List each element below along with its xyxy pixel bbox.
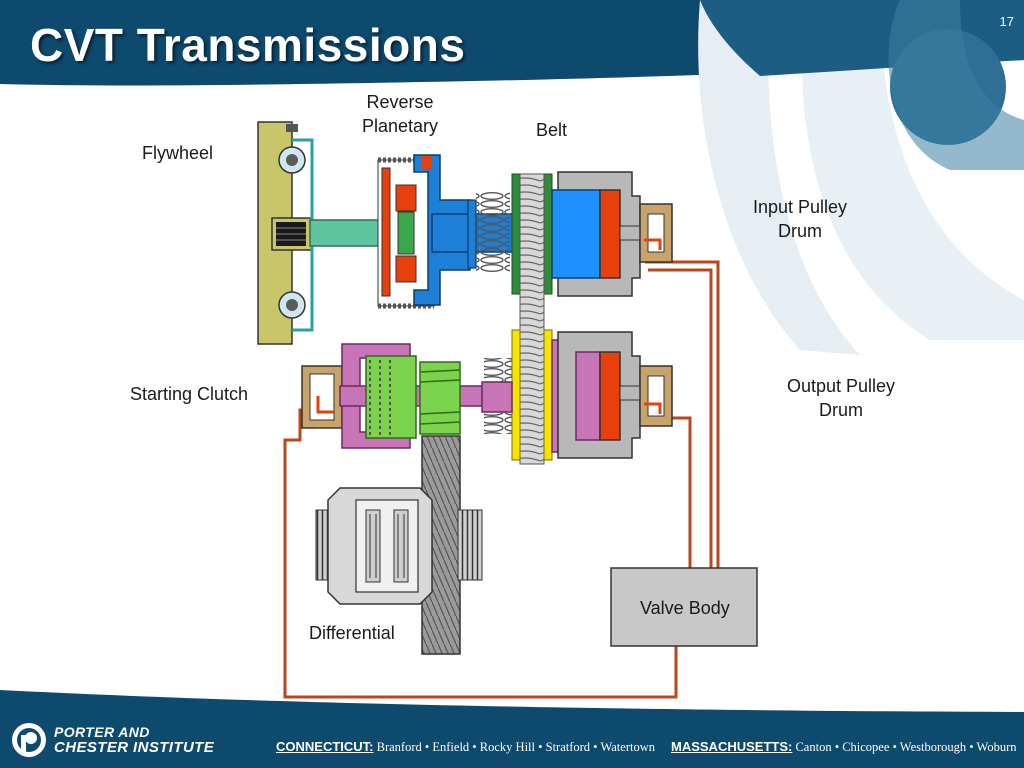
label-belt: Belt [536, 120, 568, 140]
differential [315, 487, 483, 605]
label-starting-clutch: Starting Clutch [130, 384, 249, 404]
label-line: Planetary [362, 116, 439, 136]
city-list: Canton • Chicopee • Westborough • Woburn [795, 740, 1017, 754]
label-line: Output Pulley [787, 376, 896, 396]
bottom-banner [0, 690, 1024, 768]
brand-line: PORTER AND [54, 724, 150, 740]
footer-connecticut: CONNECTICUT: Branford • Enfield • Rocky … [276, 739, 655, 755]
city-list: Branford • Enfield • Rocky Hill • Stratf… [376, 740, 655, 754]
slide-number: 17 [999, 14, 1014, 29]
brand-line: CHESTER INSTITUTE [54, 739, 215, 756]
output-pulley-drum [557, 331, 673, 459]
valve-body [610, 567, 758, 647]
institute-brand: PORTER AND CHESTER INSTITUTE [54, 724, 214, 756]
label-line: Reverse [366, 92, 434, 112]
label-valve-body: Valve Body [640, 598, 730, 618]
label-line: Input Pulley [753, 197, 848, 217]
decorative-arc [801, 0, 1024, 340]
label-output-pulley-drum: Output Pulley Drum [787, 374, 895, 422]
label-reverse-planetary: Reverse Planetary [362, 90, 438, 138]
input-pulley-drum [551, 171, 673, 297]
footer-massachusetts: MASSACHUSETTS: Canton • Chicopee • Westb… [671, 739, 1017, 755]
state-name: MASSACHUSETTS: [671, 739, 793, 754]
label-differential: Differential [309, 623, 395, 643]
flywheel [257, 121, 314, 345]
label-input-pulley-drum: Input Pulley Drum [753, 195, 847, 243]
page-title: CVT Transmissions [30, 19, 466, 71]
label-line: Drum [778, 221, 823, 241]
input-pulley-spring [476, 192, 510, 272]
state-name: CONNECTICUT: [276, 739, 374, 754]
decorative-arc [698, 0, 860, 355]
label-line: Drum [819, 400, 864, 420]
starting-clutch [301, 343, 491, 449]
institute-logo-icon [12, 723, 46, 757]
decorative-arc [888, 0, 1024, 170]
label-flywheel: Flywheel [142, 143, 214, 163]
belt [511, 173, 553, 465]
